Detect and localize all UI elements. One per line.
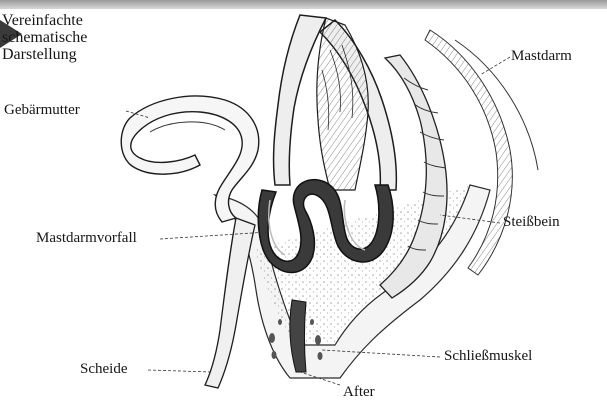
leader-vagina [148,370,212,372]
caption-line-2: schematische [2,29,87,46]
label-uterus: Gebärmutter [4,103,80,118]
label-rectum: Mastdarm [511,49,572,64]
leader-rectum [480,57,510,75]
label-vagina: Scheide [80,362,127,377]
label-coccyx: Steißbein [503,215,560,230]
caption-line-3: Darstellung [2,46,77,63]
label-prolapse: Mastdarmvorfall [36,231,137,246]
vagina-wall [205,218,255,388]
caption-line-1: Vereinfachte [2,12,83,29]
label-anus: After [343,385,375,400]
label-sphincter: Schließmuskel [444,349,532,364]
